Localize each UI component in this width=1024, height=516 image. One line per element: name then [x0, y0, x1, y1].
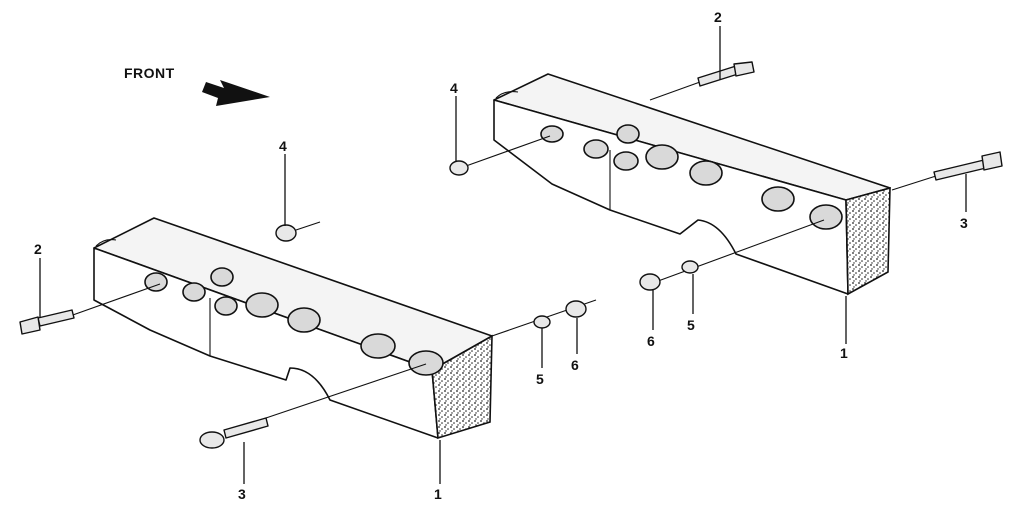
right-bolt-2	[649, 61, 755, 101]
callout-left-2: 2	[34, 241, 42, 257]
left-bolt-2	[19, 283, 161, 335]
callout-right-1: 1	[840, 345, 848, 361]
callout-right-6: 6	[647, 333, 655, 349]
front-label: FRONT	[124, 65, 175, 81]
right-callouts: 2 4 3 1 5 6	[450, 9, 968, 361]
callout-left-3: 3	[238, 486, 246, 502]
front-indicator: FRONT	[124, 65, 270, 106]
left-bracket	[93, 217, 493, 440]
left-bolt-3	[199, 363, 427, 449]
front-arrow-icon	[202, 80, 270, 106]
left-nut-4	[275, 221, 321, 242]
callout-left-1: 1	[434, 486, 442, 502]
right-bolt-3	[891, 151, 1003, 191]
callout-right-3: 3	[960, 215, 968, 231]
left-callouts: 2 4 3 1 5 6	[34, 138, 579, 502]
callout-left-5: 5	[536, 371, 544, 387]
right-nut-4	[449, 135, 551, 176]
callout-right-2: 2	[714, 9, 722, 25]
callout-left-4: 4	[279, 138, 287, 154]
right-bracket	[493, 73, 891, 296]
left-washer-nut	[491, 299, 597, 337]
callout-left-6: 6	[571, 357, 579, 373]
right-washer-nut	[639, 219, 825, 291]
callout-right-5: 5	[687, 317, 695, 333]
callout-right-4: 4	[450, 80, 458, 96]
